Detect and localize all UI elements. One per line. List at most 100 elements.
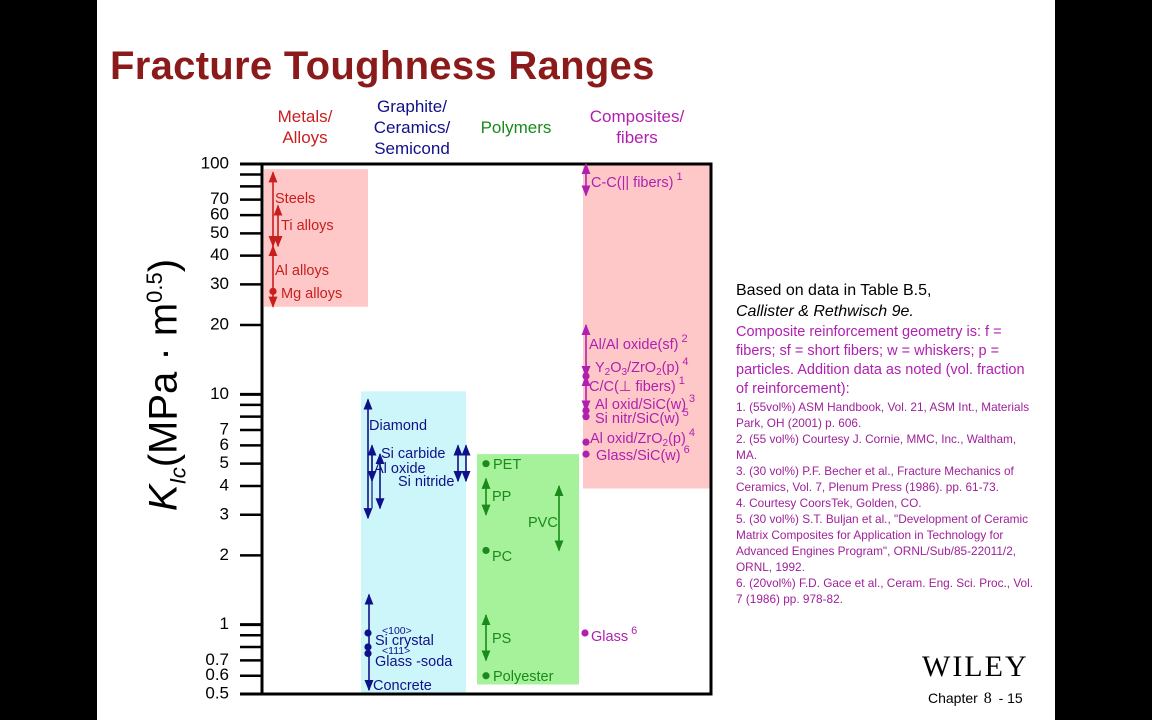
material-label-text: C/C(⊥ fibers) (589, 379, 676, 395)
material-point (482, 546, 490, 555)
material-label-part: /ZrO (627, 360, 656, 376)
material-superscript: 4 (689, 427, 695, 439)
material-superscript: 6 (684, 444, 690, 456)
y-tick-label: 10 (210, 384, 229, 403)
reference-item: 3. (30 vol%) P.F. Becher et al., Fractur… (736, 464, 1014, 494)
material-label-text: Al alloys (275, 263, 329, 279)
material-label-text: PC (492, 549, 512, 565)
category-header-polymers: Polymers (470, 117, 562, 138)
y-tick-label: 7 (220, 419, 229, 438)
material-label-text: Al oxide (374, 461, 426, 477)
y-tick-label: 60 (210, 205, 229, 224)
material-label: Si nitr/SiC(w)5 (595, 407, 689, 427)
slide-title: Fracture Toughness Ranges (110, 44, 655, 88)
material-label-text: Glass/SiC(w) (596, 448, 681, 464)
notes-panel: Based on data in Table B.5, Callister & … (736, 280, 1036, 607)
material-label: Al/Al oxide(sf)2 (589, 333, 688, 353)
source-line: Based on data in Table B.5, (736, 282, 932, 299)
material-label-text: Diamond (369, 418, 427, 434)
reference-item: 4. Courtesy CoorsTek, Golden, CO. (736, 496, 922, 510)
material-annotation: <111> (382, 645, 410, 657)
material-label-text: Si nitr/SiC(w) (595, 411, 680, 427)
material-superscript: 4 (682, 356, 688, 368)
material-label-part: Al oxid/ZrO (590, 431, 663, 447)
material-point (364, 629, 372, 637)
material-label-text: PP (492, 489, 511, 505)
y-tick-label: 4 (220, 475, 229, 494)
source-book: Callister & Rethwisch 9e. (736, 303, 914, 320)
reference-item: 5. (30 vol%) S.T. Buljan et al., "Develo… (736, 512, 1029, 574)
material-point (582, 413, 590, 421)
wiley-logo: WILEY (922, 650, 1029, 683)
material-label-text: Si crystal (375, 633, 434, 649)
material-label-text: Glass (591, 629, 628, 645)
material-label: Concrete (373, 678, 432, 694)
y-tick-label: 1 (220, 614, 229, 633)
material-point (482, 460, 490, 468)
category-header-metals: Metals/ Alloys (258, 106, 352, 148)
category-range-box (583, 164, 711, 489)
chapter-page-label: Chapter 8 - 15 (928, 690, 1023, 708)
material-label-part: 3 (622, 367, 628, 378)
y-tick-label: 2 (220, 545, 229, 564)
material-point (364, 643, 372, 651)
reference-item: 1. (55vol%) ASM Handbook, Vol. 21, ASM I… (736, 400, 1030, 430)
material-superscript: 3 (689, 393, 695, 405)
material-label-text: C-C(|| fibers) (591, 175, 673, 191)
y-tick-label: 5 (220, 453, 229, 472)
material-label: Glass/SiC(w)6 (596, 444, 690, 464)
material-label-text: PS (492, 631, 511, 647)
material-label-part: (p) (662, 360, 680, 376)
material-label: Si carbide (381, 446, 445, 462)
material-label: Al oxide (374, 461, 426, 477)
chapter-number: 8 (983, 690, 992, 707)
material-label-text: Glass -soda (375, 654, 453, 670)
material-label-part: (p) (668, 431, 686, 447)
material-label: Glass -soda (375, 654, 453, 670)
y-tick-label: 3 (220, 504, 229, 523)
material-label: PS (492, 631, 511, 647)
reference-item: 2. (55 vol%) Courtesy J. Cornie, MMC, In… (736, 432, 1017, 462)
category-header-line: Alloys (282, 128, 328, 147)
category-range-box (361, 391, 466, 694)
material-superscript: 2 (681, 333, 687, 345)
material-point (364, 649, 372, 658)
material-label-text: Concrete (373, 678, 432, 694)
material-label: Ti alloys (281, 218, 334, 234)
material-label-text: PET (493, 457, 521, 473)
material-point (582, 438, 590, 446)
category-header-ceramics: Graphite/ Ceramics/ Semicond (360, 96, 464, 159)
material-label: Al oxid/SiC(w)3 (595, 393, 695, 413)
material-superscript: 1 (676, 171, 682, 183)
y-tick-label: 30 (210, 274, 229, 293)
material-label-part: 2 (663, 438, 669, 449)
material-label-part: Y (595, 360, 605, 376)
material-label-part: 2 (605, 367, 611, 378)
category-header-composites: Composites/ fibers (578, 106, 696, 148)
material-superscript: 1 (679, 375, 685, 387)
material-label: PC (492, 549, 512, 565)
category-header-line: Polymers (480, 118, 552, 137)
material-label: PVC (528, 515, 558, 531)
material-label-text: Ti alloys (281, 218, 334, 234)
material-label: Polyester (493, 669, 554, 685)
category-header-line: Composites/ (589, 107, 685, 126)
material-point (482, 672, 490, 680)
category-header-line: Ceramics/ (373, 118, 451, 137)
y-tick-label: 50 (210, 223, 229, 242)
y-tick-label: 20 (210, 314, 229, 333)
category-header-line: Metals/ (277, 107, 333, 126)
y-tick-label: 0.7 (205, 650, 229, 669)
y-tick-label: 100 (201, 153, 229, 172)
material-superscript: 5 (683, 407, 689, 419)
y-tick-label: 40 (210, 245, 229, 264)
material-label-text: Mg alloys (281, 286, 342, 302)
material-point (581, 629, 589, 637)
material-superscript: 6 (631, 625, 637, 637)
category-header-line: Graphite/ (377, 97, 447, 116)
category-header-line: Semicond (374, 139, 450, 158)
material-point (582, 450, 590, 458)
